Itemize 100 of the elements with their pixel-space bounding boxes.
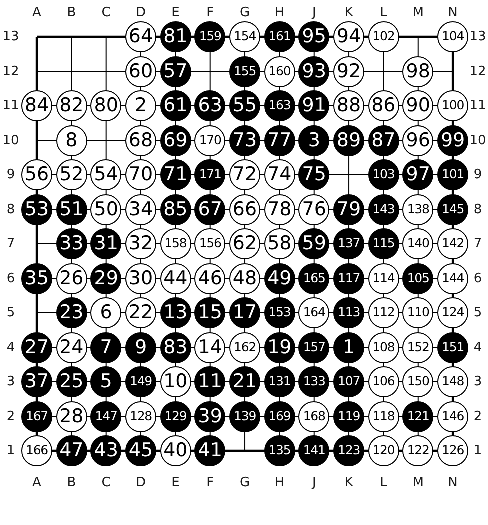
go-stone: 6 [90, 298, 122, 328]
go-stone: 141 [298, 436, 330, 466]
go-stone: 15 [194, 298, 226, 328]
go-stone: 90 [402, 90, 434, 122]
go-stone: 75 [298, 160, 330, 190]
go-stone: 49 [264, 263, 296, 294]
column-letter: D [136, 476, 146, 490]
go-stone: 59 [298, 228, 330, 260]
row-number: 4 [6, 341, 16, 354]
go-stone: 28 [56, 401, 88, 432]
go-stone: 139 [230, 401, 261, 432]
go-stone: 126 [438, 436, 469, 466]
go-stone: 35 [22, 263, 52, 294]
go-stone: 85 [160, 194, 192, 225]
go-stone: 54 [90, 160, 122, 190]
column-letter: H [274, 6, 285, 20]
go-stone: 99 [438, 125, 469, 156]
column-letter: K [344, 476, 354, 490]
go-stone: 169 [264, 401, 296, 432]
go-stone: 84 [22, 90, 52, 122]
column-letter: J [312, 476, 316, 490]
column-letter: G [240, 6, 250, 20]
row-number: 11 [470, 100, 486, 112]
go-stone: 131 [264, 366, 296, 398]
go-stone: 149 [126, 366, 156, 398]
go-stone: 22 [126, 298, 156, 328]
column-letter: C [102, 476, 111, 490]
go-stone: 113 [334, 298, 365, 328]
go-stone: 74 [264, 160, 296, 190]
column-letter: K [344, 6, 354, 20]
go-stone: 170 [194, 125, 226, 156]
go-stone: 110 [402, 298, 434, 328]
go-stone: 45 [126, 436, 156, 466]
go-stone: 107 [334, 366, 365, 398]
go-stone: 165 [298, 263, 330, 294]
go-stone: 31 [90, 228, 122, 260]
row-number: 10 [470, 134, 486, 147]
row-number: 9 [474, 168, 482, 182]
go-stone: 80 [90, 90, 122, 122]
row-number: 3 [474, 376, 482, 388]
go-stone: 76 [298, 194, 330, 225]
go-stone: 5 [90, 366, 122, 398]
go-stone: 13 [160, 298, 192, 328]
go-stone: 161 [264, 22, 296, 52]
go-stone: 160 [264, 56, 296, 87]
go-stone: 101 [438, 160, 469, 190]
go-stone: 55 [230, 90, 261, 122]
column-letter: F [206, 6, 214, 20]
go-stone: 46 [194, 263, 226, 294]
go-stone: 81 [160, 22, 192, 52]
go-stone: 51 [56, 194, 88, 225]
go-stone: 41 [194, 436, 226, 466]
go-stone: 128 [126, 401, 156, 432]
go-stone: 158 [160, 228, 192, 260]
go-stone: 153 [264, 298, 296, 328]
go-stone: 144 [438, 263, 469, 294]
column-letter: J [312, 6, 316, 20]
go-stone: 96 [402, 125, 434, 156]
go-stone: 52 [56, 160, 88, 190]
row-number: 4 [474, 341, 482, 354]
column-letter: L [380, 6, 388, 20]
go-stone: 70 [126, 160, 156, 190]
go-stone: 159 [194, 22, 226, 52]
column-letter: N [448, 476, 458, 490]
go-stone: 50 [90, 194, 122, 225]
go-stone: 156 [194, 228, 226, 260]
go-stone: 53 [22, 194, 52, 225]
go-stone: 138 [402, 194, 434, 225]
go-stone: 30 [126, 263, 156, 294]
column-letter: H [274, 476, 285, 490]
go-stone: 124 [438, 298, 469, 328]
go-stone: 77 [264, 125, 296, 156]
go-stone: 69 [160, 125, 192, 156]
column-letter: B [67, 6, 76, 20]
go-stone: 135 [264, 436, 296, 466]
go-stone: 57 [160, 56, 192, 87]
go-stone: 91 [298, 90, 330, 122]
go-stone: 148 [438, 366, 469, 398]
go-stone: 155 [230, 56, 261, 87]
column-letter: D [136, 6, 146, 20]
go-stone: 145 [438, 194, 469, 225]
row-number: 9 [6, 168, 16, 182]
go-stone: 97 [402, 160, 434, 190]
go-stone: 24 [56, 332, 88, 363]
go-stone: 104 [438, 22, 469, 52]
go-stone: 129 [160, 401, 192, 432]
go-stone: 63 [194, 90, 226, 122]
go-stone: 29 [90, 263, 122, 294]
go-stone: 60 [126, 56, 156, 87]
go-stone: 119 [334, 401, 365, 432]
go-stone: 108 [368, 332, 400, 363]
row-number: 10 [2, 134, 20, 147]
go-stone: 7 [90, 332, 122, 363]
go-stone: 102 [368, 22, 400, 52]
column-letter: G [240, 476, 250, 490]
go-stone: 17 [230, 298, 261, 328]
go-stone: 147 [90, 401, 122, 432]
go-stone: 92 [334, 56, 365, 87]
go-stone: 137 [334, 228, 365, 260]
go-stone: 21 [230, 366, 261, 398]
